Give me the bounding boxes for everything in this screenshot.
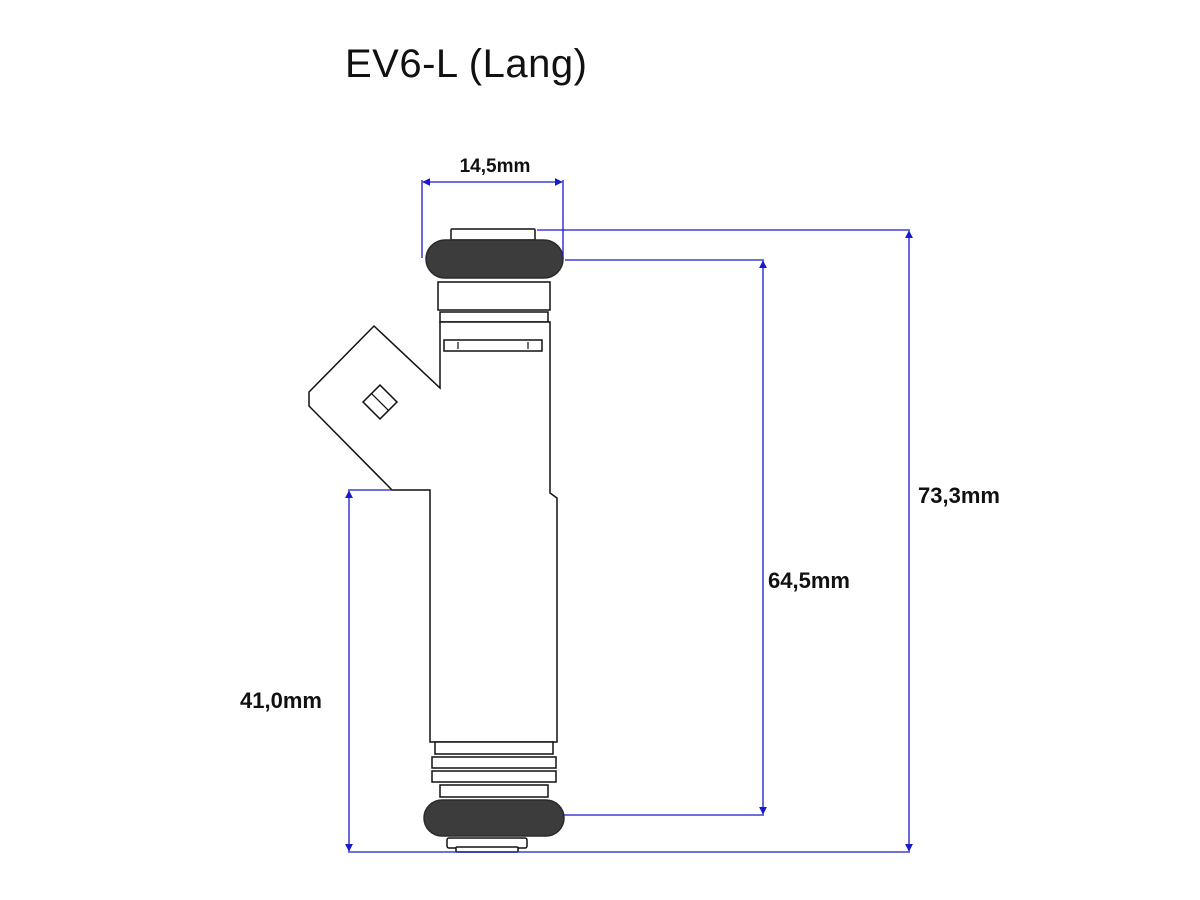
injector-body xyxy=(308,321,558,743)
upper-spacer xyxy=(437,281,551,311)
lower-ring-4 xyxy=(439,784,549,798)
top-oring xyxy=(425,239,564,279)
lower-ring-2 xyxy=(431,756,557,769)
lower-body-label: 41,0mm xyxy=(240,688,322,713)
width-label: 14,5mm xyxy=(460,156,531,177)
collar xyxy=(439,311,549,323)
page-title: EV6-L (Lang) xyxy=(345,42,588,86)
lower-ring-1 xyxy=(434,741,554,755)
body-slot xyxy=(443,339,543,352)
connector-pin-icon xyxy=(361,383,399,421)
dimension-lines xyxy=(345,178,913,853)
lower-ring-3 xyxy=(431,770,557,783)
oring-length-label: 64,5mm xyxy=(768,568,850,593)
injector-drawing xyxy=(308,228,565,853)
bottom-oring xyxy=(423,799,565,837)
top-cap xyxy=(450,228,536,241)
total-length-label: 73,3mm xyxy=(918,483,1000,508)
